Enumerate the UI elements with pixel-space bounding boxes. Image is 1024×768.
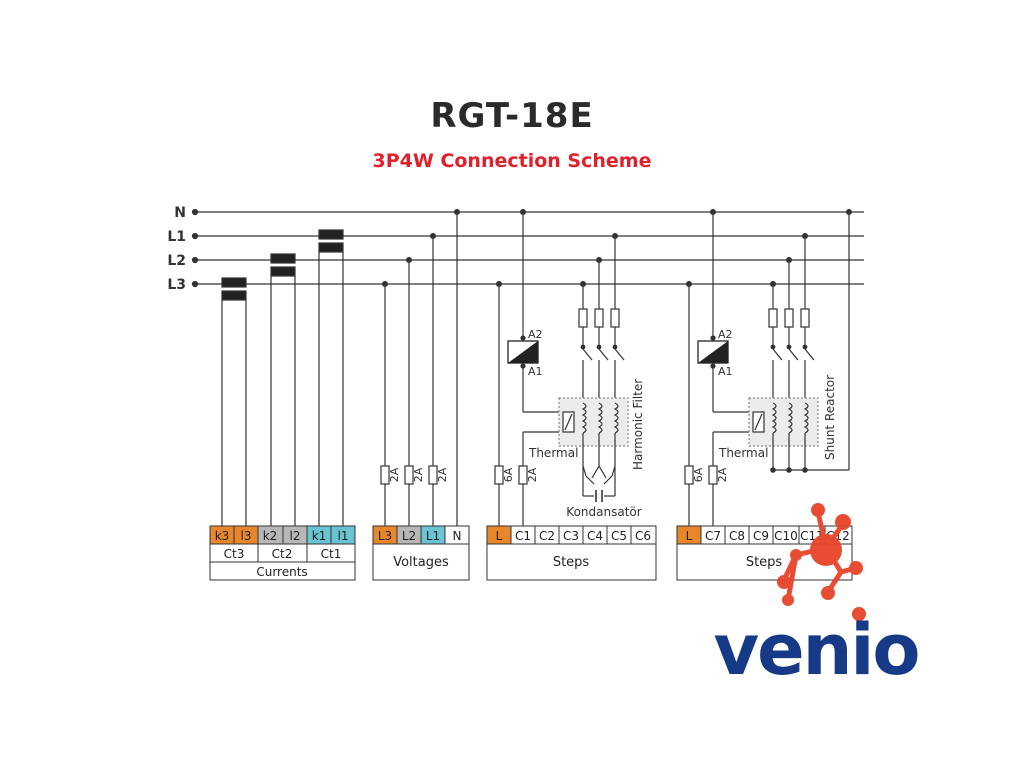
terminal-block-steps-1 (486, 525, 657, 581)
bus-label-l1: L1 (167, 229, 186, 245)
terminal-s1-l: L (496, 529, 503, 543)
terminal-v-l1: L1 (426, 529, 440, 543)
shunt-reactor-label: Shunt Reactor (823, 375, 837, 460)
coil-label-a2-1: A2 (528, 328, 543, 341)
terminal-k1: k1 (312, 529, 327, 543)
terminal-c9: C9 (753, 529, 769, 543)
terminal-block-voltages (372, 525, 470, 581)
terminal-c4: C4 (587, 529, 603, 543)
terminal-v-l2: L2 (402, 529, 416, 543)
harmonic-filter-label: Harmonic Filter (631, 379, 645, 470)
terminal-c1: C1 (515, 529, 531, 543)
ct3-label: Ct3 (224, 547, 245, 561)
terminal-c3: C3 (563, 529, 579, 543)
steps-label-1: Steps (553, 555, 590, 570)
terminal-k2: k2 (263, 529, 278, 543)
coil-label-a1-2: A1 (718, 365, 733, 378)
fuse-steps2-6a (684, 465, 694, 485)
filter-inductor-1 (581, 402, 587, 434)
voltages-label: Voltages (393, 555, 449, 570)
terminal-c6: C6 (635, 529, 651, 543)
step-group-1-wiring (494, 212, 629, 526)
coil-label-a1-1: A1 (528, 365, 543, 378)
fuse-voltage-l3 (380, 465, 390, 485)
bus-bars: N L1 L2 L3 (167, 205, 864, 293)
steps-label-2: Steps (746, 555, 783, 570)
voltage-wiring (380, 212, 458, 526)
fuse-label-steps2-2a: 2A (716, 467, 729, 482)
coil-label-a2-2: A2 (718, 328, 733, 341)
fuse-steps1-6a (494, 465, 504, 485)
bus-label-l2: L2 (167, 253, 186, 269)
fuse-label-voltage-l1: 2A (436, 467, 449, 482)
terminal-l1: l1 (338, 529, 349, 543)
currents-label: Currents (256, 565, 307, 579)
ct2-label: Ct2 (272, 547, 293, 561)
ct2-core (270, 253, 296, 264)
terminal-s2-l: L (686, 529, 693, 543)
fuse-label-voltage-l3: 2A (388, 467, 401, 482)
fuse-voltage-l1 (428, 465, 438, 485)
terminal-v-n: N (453, 529, 462, 543)
thermal-label-2: Thermal (718, 446, 768, 460)
fuse-steps1-2a (518, 465, 528, 485)
ct3-core (221, 277, 247, 288)
terminal-c2: C2 (539, 529, 555, 543)
terminal-c8: C8 (729, 529, 745, 543)
capacitor-label: Kondansatör (566, 505, 641, 519)
fuse-label-steps2-6a: 6A (692, 467, 705, 482)
bus-label-n: N (174, 205, 186, 221)
current-transformers (221, 229, 344, 526)
terminal-block-currents (209, 525, 356, 581)
thermal-label-1: Thermal (528, 446, 578, 460)
page-subtitle: 3P4W Connection Scheme (372, 150, 652, 172)
terminal-v-l3: L3 (378, 529, 392, 543)
terminal-c10: C10 (774, 529, 798, 543)
ct1-label: Ct1 (321, 547, 342, 561)
step-group-2-wiring (684, 212, 850, 526)
page-title: RGT-18E (430, 96, 594, 136)
terminal-c5: C5 (611, 529, 627, 543)
terminal-l2: l2 (290, 529, 301, 543)
bus-label-l3: L3 (167, 277, 186, 293)
fuse-label-voltage-l2: 2A (412, 467, 425, 482)
fuse-steps2-2a (708, 465, 718, 485)
terminal-k3: k3 (215, 529, 230, 543)
terminal-c7: C7 (705, 529, 721, 543)
fuse-label-steps1-6a: 6A (502, 467, 515, 482)
molecule-icon (777, 503, 866, 621)
reactor-inductor-1 (771, 402, 777, 434)
terminal-l3: l3 (241, 529, 252, 543)
fuse-label-steps1-2a: 2A (526, 467, 539, 482)
fuse-voltage-l2 (404, 465, 414, 485)
ct1-core (318, 229, 344, 240)
venio-logo: venio (713, 609, 918, 691)
